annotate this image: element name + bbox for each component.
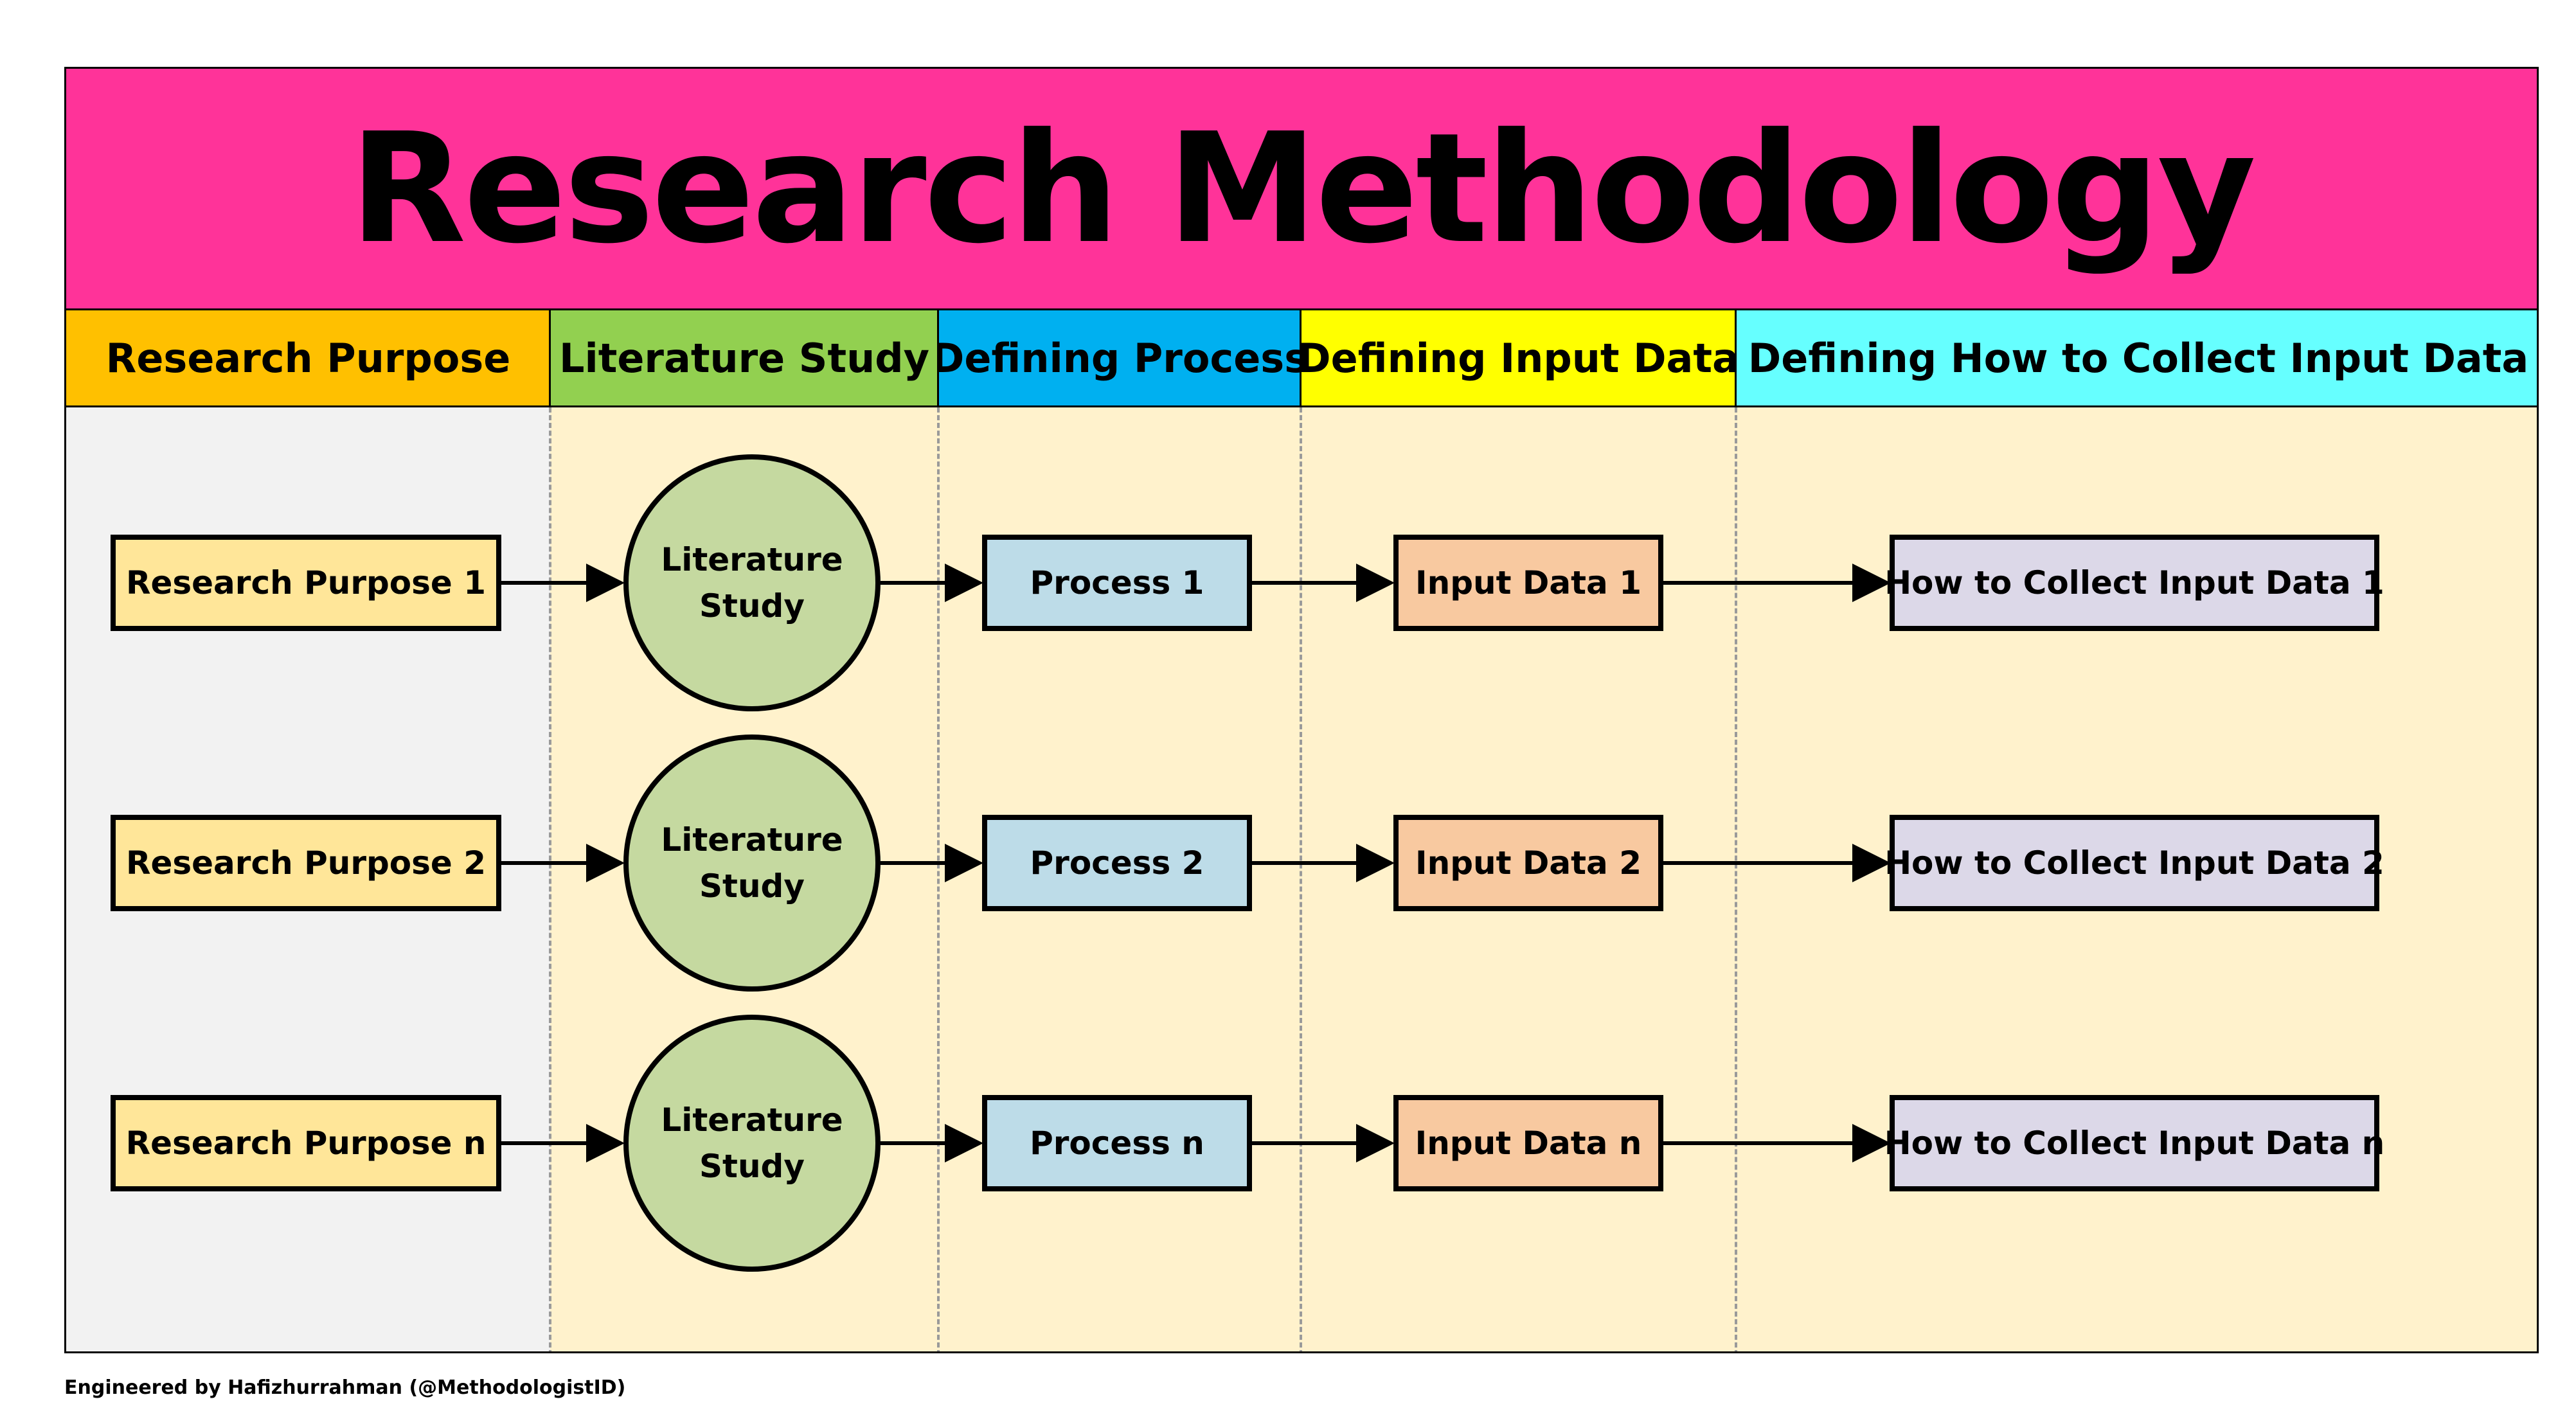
literature-study-circle: Literature Study	[623, 454, 881, 711]
literature-study-circle: Literature Study	[623, 734, 881, 992]
input-box: Input Data n	[1393, 1095, 1663, 1191]
lane-header-divider	[549, 310, 551, 407]
literature-study-circle: Literature Study	[623, 1015, 881, 1272]
lane-header-divider	[937, 310, 939, 407]
lane-header-literature-study: Literature Study	[550, 310, 938, 407]
purpose-box: Research Purpose 2	[111, 815, 501, 911]
process-box: Process 1	[982, 535, 1252, 631]
purpose-box: Research Purpose 1	[111, 535, 501, 631]
lane-header-research-purpose: Research Purpose	[66, 310, 550, 407]
purpose-box: Research Purpose n	[111, 1095, 501, 1191]
title-band: Research Methodology	[66, 69, 2537, 310]
lane-header-defining-input-data: Defining Input Data	[1301, 310, 1736, 407]
lane-dashed-divider	[1735, 407, 1737, 1351]
collect-box: How to Collect Input Data 1	[1884, 535, 2384, 631]
lane-header-defining-how-to-collect: Defining How to Collect Input Data	[1736, 310, 2537, 407]
lane-dashed-divider	[1300, 407, 1302, 1351]
collect-box: How to Collect Input Data n	[1884, 1095, 2384, 1191]
lane-header-divider	[1735, 310, 1737, 407]
lane-dashed-divider	[549, 407, 551, 1351]
footer-credit: Engineered by Hafizhurrahman (@Methodolo…	[64, 1376, 626, 1399]
collect-box: How to Collect Input Data 2	[1884, 815, 2384, 911]
process-box: Process 2	[982, 815, 1252, 911]
process-box: Process n	[982, 1095, 1252, 1191]
page-title: Research Methodology	[349, 100, 2257, 277]
lane-header-defining-process: Defining Process	[938, 310, 1301, 407]
lane-header-divider	[1300, 310, 1301, 407]
input-box: Input Data 1	[1393, 535, 1663, 631]
lane-dashed-divider	[937, 407, 940, 1351]
input-box: Input Data 2	[1393, 815, 1663, 911]
